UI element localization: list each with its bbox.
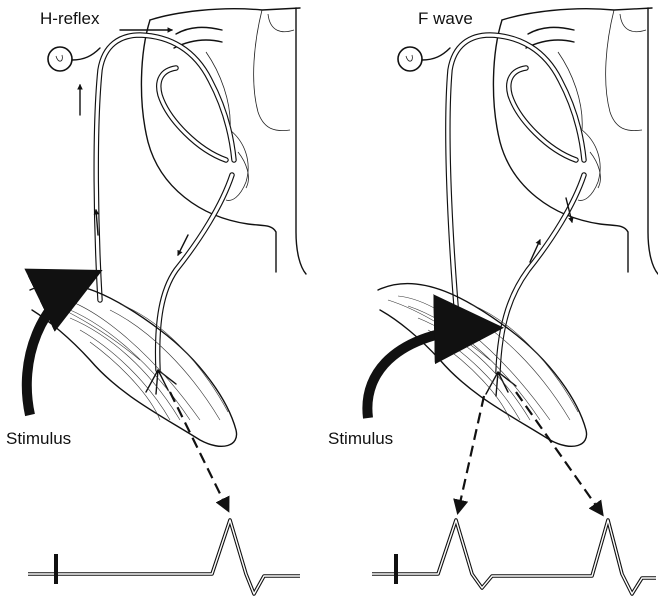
stimulus-label: Stimulus [328,429,393,448]
panel-h-reflex: H-reflex [6,8,306,594]
projection-arrow [516,392,602,514]
stimulus-label: Stimulus [6,429,71,448]
emg-trace-f-wave [372,520,656,594]
ganglion-cell [398,47,450,71]
efferent-fiber [146,68,232,394]
panel-f-wave: F wave Stimulus [328,8,658,594]
stimulus-arrow [27,276,90,415]
efferent-fiber [486,68,584,396]
spinal-cord [141,8,306,274]
stimulus-arrow [367,328,490,418]
projection-arrow [458,396,484,512]
stimulus-artifact [54,554,58,584]
panel-title-h-reflex: H-reflex [40,9,100,28]
ganglion-cell [48,47,100,71]
stimulus-artifact [394,554,398,584]
panel-title-f-wave: F wave [418,9,473,28]
emg-trace-h-reflex [28,520,300,594]
muscle [378,284,587,447]
muscle [30,284,237,447]
spinal-cord [493,8,658,274]
projection-arrow [170,392,228,510]
